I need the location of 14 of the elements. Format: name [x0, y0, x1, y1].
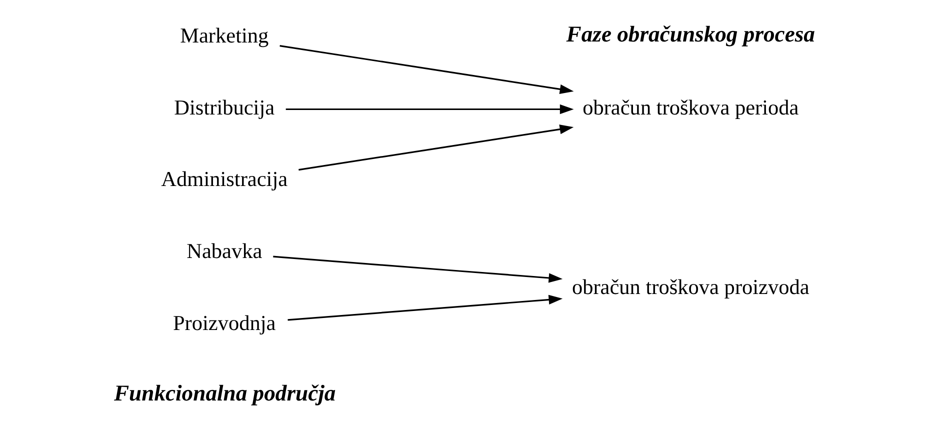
node-text: Marketing [180, 23, 269, 48]
label: Funkcionalna područja [114, 380, 336, 406]
arrow [273, 256, 563, 283]
node-text: Proizvodnja [172, 310, 276, 335]
node-text: obračun troškova proizvoda [572, 274, 810, 299]
node-text: Administracija [161, 167, 288, 192]
arrow [286, 104, 574, 114]
node-text: Nabavka [186, 238, 262, 263]
arrow [280, 45, 574, 94]
node-text: Distribucija [174, 95, 275, 120]
arrow [298, 124, 574, 171]
node-text: obračun troškova perioda [582, 95, 799, 120]
label: Faze obračunskog procesa [566, 22, 815, 47]
arrow [288, 294, 563, 321]
